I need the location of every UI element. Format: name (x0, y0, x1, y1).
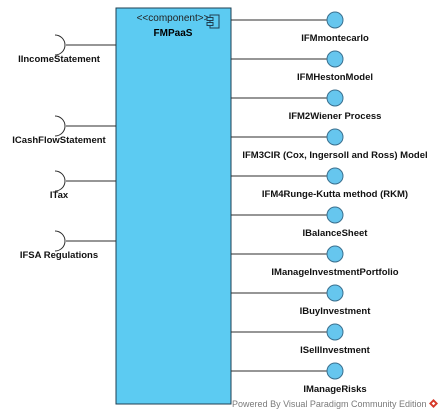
provided-interface-isellinvestment[interactable]: ISellInvestment (231, 323, 371, 356)
lollipop-icon (326, 11, 344, 29)
provided-interface-ibalancesheet[interactable]: IBalanceSheet (231, 206, 369, 239)
required-interface-ifsa-regulations[interactable]: IFSA Regulations (20, 230, 116, 261)
interface-label: ICashFlowStatement (12, 135, 106, 146)
required-interface-iincomestatement[interactable]: IIncomeStatement (18, 34, 116, 65)
provided-interface-ifm3cir-cox-ingersoll-and-ross-model[interactable]: IFM3CIR (Cox, Ingersoll and Ross) Model (231, 128, 428, 161)
socket-icon (54, 115, 66, 137)
component-stereotype: <<component>> (137, 13, 210, 24)
lollipop-icon (326, 128, 344, 146)
interface-label: IFMHestonModel (297, 72, 373, 83)
required-interface-itax[interactable]: ITax (50, 170, 116, 201)
lollipop-icon (326, 284, 344, 302)
interface-label: IManageRisks (303, 384, 366, 395)
interface-label: ISellInvestment (300, 345, 371, 356)
interface-label: IFSA Regulations (20, 250, 98, 261)
watermark-text: Powered By Visual Paradigm Community Edi… (232, 399, 427, 409)
lollipop-icon (326, 89, 344, 107)
socket-icon (54, 230, 66, 252)
lollipop-icon (326, 50, 344, 68)
interface-label: IFM4Runge-Kutta method (RKM) (262, 189, 408, 200)
interface-label: IBuyInvestment (300, 306, 372, 317)
provided-interface-ifm4runge-kutta-method-rkm[interactable]: IFM4Runge-Kutta method (RKM) (231, 167, 408, 200)
provided-interface-ifmmontecarlo[interactable]: IFMmontecarlo (231, 11, 369, 44)
lollipop-icon (326, 362, 344, 380)
visual-paradigm-logo-icon (429, 399, 438, 408)
required-interface-icashflowstatement[interactable]: ICashFlowStatement (12, 115, 116, 146)
interface-label: IIncomeStatement (18, 54, 101, 65)
interface-label: IFM2Wiener Process (289, 111, 382, 122)
provided-interface-ibuyinvestment[interactable]: IBuyInvestment (231, 284, 372, 317)
interface-label: ITax (50, 190, 69, 201)
lollipop-icon (326, 323, 344, 341)
provided-interface-imanagerisks[interactable]: IManageRisks (231, 362, 367, 395)
lollipop-icon (326, 167, 344, 185)
socket-icon (54, 34, 66, 56)
provided-interface-imanageinvestmentportfolio[interactable]: IManageInvestmentPortfolio (231, 245, 399, 278)
required-interfaces: IIncomeStatementICashFlowStatementITaxIF… (12, 34, 116, 261)
interface-label: IManageInvestmentPortfolio (271, 267, 398, 278)
provided-interface-ifm2wiener-process[interactable]: IFM2Wiener Process (231, 89, 382, 122)
fmpaas-component[interactable] (115, 7, 232, 405)
socket-icon (54, 170, 66, 192)
interface-label: IFMmontecarlo (301, 33, 369, 44)
lollipop-icon (326, 206, 344, 224)
component-name: FMPaaS (154, 28, 193, 39)
interface-label: IBalanceSheet (303, 228, 369, 239)
component-icon (206, 14, 220, 29)
watermark: Powered By Visual Paradigm Community Edi… (232, 399, 438, 409)
lollipop-icon (326, 245, 344, 263)
interface-label: IFM3CIR (Cox, Ingersoll and Ross) Model (242, 150, 427, 161)
provided-interface-ifmhestonmodel[interactable]: IFMHestonModel (231, 50, 373, 83)
